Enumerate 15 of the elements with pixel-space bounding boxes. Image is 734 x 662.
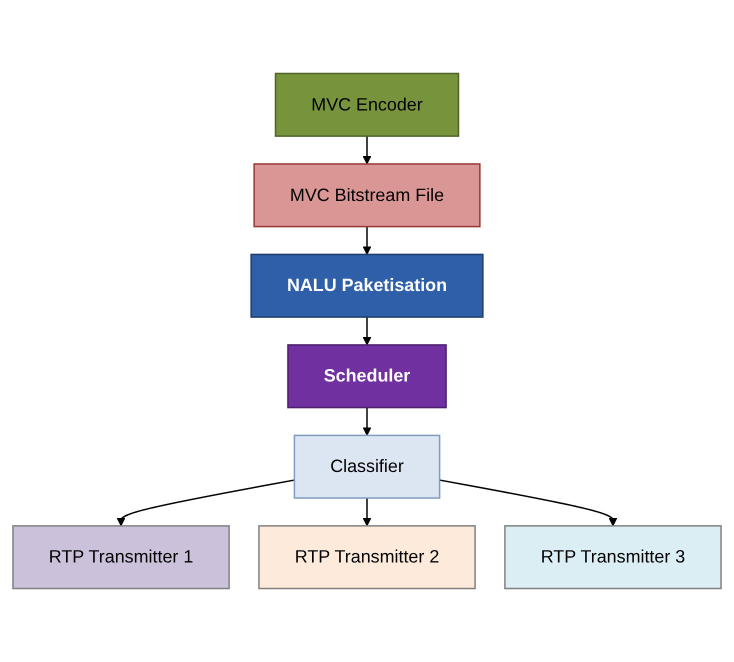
arrow bbox=[362, 408, 372, 436]
arrow bbox=[362, 226, 372, 255]
arrow bbox=[439, 479, 618, 526]
node-box: Classifier bbox=[294, 434, 440, 499]
node-box: RTP Transmitter 1 bbox=[12, 525, 230, 590]
node-box: RTP Transmitter 3 bbox=[504, 525, 722, 590]
node-box: NALU Paketisation bbox=[250, 254, 484, 318]
arrow bbox=[362, 136, 372, 164]
arrow bbox=[116, 479, 295, 526]
node-box: MVC Encoder bbox=[274, 72, 460, 137]
node-box: MVC Bitstream File bbox=[253, 163, 481, 228]
node-box: RTP Transmitter 2 bbox=[258, 525, 476, 590]
node-box: Scheduler bbox=[287, 344, 447, 408]
arrow bbox=[362, 498, 372, 526]
arrow bbox=[362, 317, 372, 346]
